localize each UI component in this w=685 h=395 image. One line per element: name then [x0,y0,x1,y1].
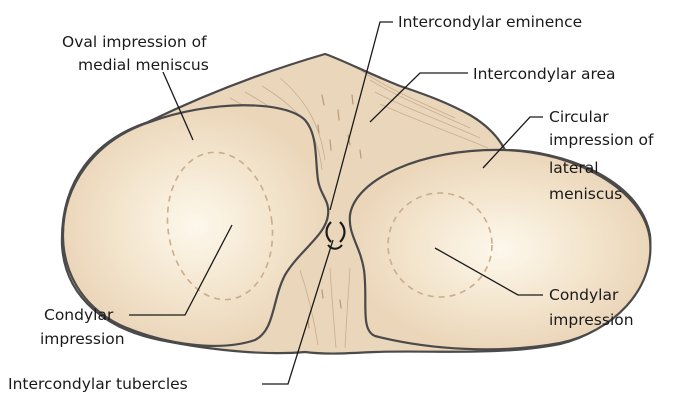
label-condylar-impression-left-line2: impression [40,330,125,348]
label-circular-impression-line4: meniscus [549,185,622,203]
label-condylar-impression-right-line1: Condylar [549,286,619,304]
label-condylar-impression-left-line1: Condylar [44,306,114,324]
label-circular-impression-line3: lateral [549,159,599,177]
label-intercondylar-tubercles: Intercondylar tubercles [8,375,188,393]
label-oval-impression-line1: Oval impression of [62,33,207,51]
label-circular-impression-line2: impression of [549,131,654,149]
label-intercondylar-eminence: Intercondylar eminence [398,13,582,31]
label-oval-impression-line2: medial meniscus [78,56,209,74]
label-condylar-impression-right-line2: impression [549,311,634,329]
label-circular-impression-line1: Circular [549,108,609,126]
label-intercondylar-area: Intercondylar area [473,65,616,83]
